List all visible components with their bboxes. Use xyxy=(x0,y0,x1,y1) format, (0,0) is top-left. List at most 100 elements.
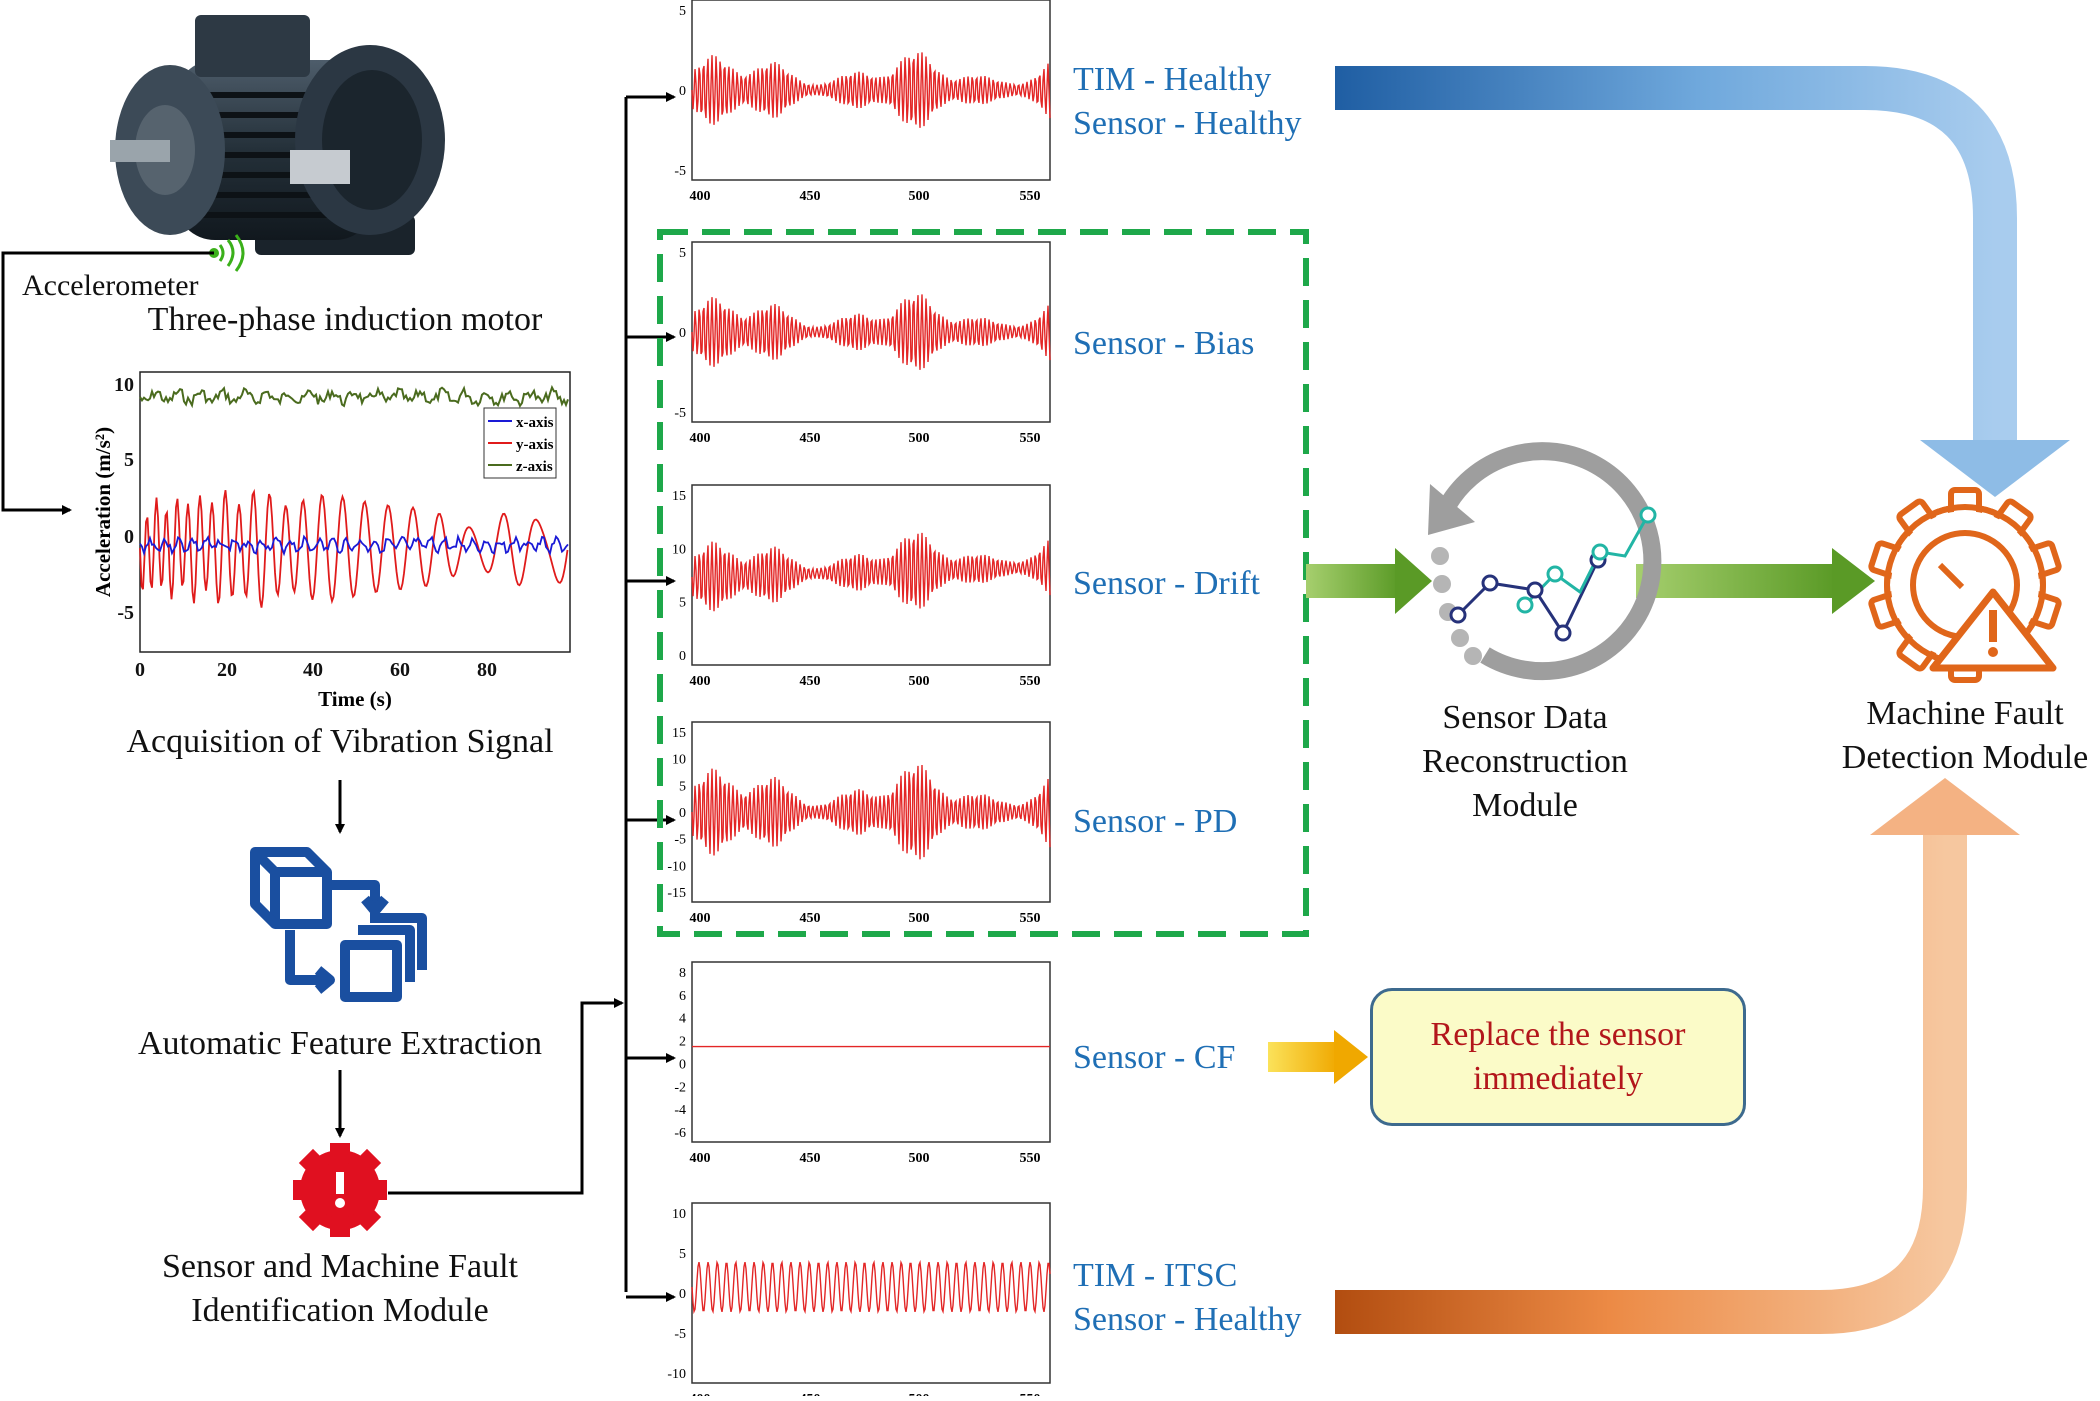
healthy-to-fault-detection-arrow xyxy=(1335,66,2070,497)
legend-x-axis: x-axis xyxy=(516,415,554,431)
panel-x-tick: 500 xyxy=(909,1151,930,1166)
panel-y-tick: -4 xyxy=(674,1103,686,1118)
panel-x-tick: 550 xyxy=(1020,189,1041,204)
panel-y-tick: 10 xyxy=(672,753,686,768)
panel-y-tick: -5 xyxy=(674,164,686,179)
panel-y-tick: 6 xyxy=(679,989,686,1004)
panel-y-tick: -15 xyxy=(667,886,686,901)
reconstruction-to-fault-detection-arrow xyxy=(1636,548,1875,614)
sensor-fault-to-reconstruction-arrow xyxy=(1306,548,1432,614)
vibration-xlabel: Time (s) xyxy=(318,687,392,711)
signal-panel-1: 5 0 -5 400 450 500 550 xyxy=(674,0,1051,204)
fault-detection-label-line2: Detection Module xyxy=(1841,739,2089,776)
panel-x-tick: 550 xyxy=(1020,911,1041,926)
callout-line1: Replace the sensor xyxy=(1430,1016,1686,1053)
panel-y-tick: 0 xyxy=(679,84,686,99)
vibration-x-tick: 80 xyxy=(477,659,497,681)
data-reconstruction-icon xyxy=(1428,442,1662,681)
panel-y-tick: 5 xyxy=(679,596,686,611)
panel-x-tick: 450 xyxy=(800,674,821,689)
panel-x-tick: 400 xyxy=(690,674,711,689)
panel-y-tick: 5 xyxy=(679,4,686,19)
panel-x-tick: 500 xyxy=(909,1392,930,1396)
feature-extraction-icon xyxy=(250,847,427,1002)
panel-y-tick: 0 xyxy=(679,806,686,821)
panel-y-tick: 10 xyxy=(672,542,686,557)
panel-y-tick: 8 xyxy=(679,966,686,981)
fault-detection-gear-icon xyxy=(1868,487,2062,683)
panel-y-tick: 5 xyxy=(679,1247,686,1262)
panel-x-tick: 450 xyxy=(800,1392,821,1396)
vibration-y-tick: 5 xyxy=(124,449,134,471)
panel-x-tick: 550 xyxy=(1020,674,1041,689)
panel-x-tick: 400 xyxy=(690,189,711,204)
panel-x-tick: 500 xyxy=(909,189,930,204)
accelerometer-label: Accelerometer xyxy=(22,269,199,302)
vibration-caption: Acquisition of Vibration Signal xyxy=(126,723,554,760)
identification-label-line2: Identification Module xyxy=(191,1292,489,1329)
replace-sensor-callout: Replace the sensor immediately xyxy=(1370,988,1746,1126)
signal-trace xyxy=(691,1259,1051,1315)
signal-panel-6: 10 5 0 -5 -10 400 450 500 550 xyxy=(667,1202,1051,1401)
induction-motor-image xyxy=(110,15,445,272)
panel-y-tick: 0 xyxy=(679,1287,686,1302)
panel-x-tick: 400 xyxy=(690,911,711,926)
vibration-x-tick: 40 xyxy=(303,659,323,681)
panel-y-tick: 2 xyxy=(679,1035,686,1050)
panel-y-tick: 10 xyxy=(672,1207,686,1222)
panel-x-tick: 450 xyxy=(800,1151,821,1166)
fault-detection-label-line1: Machine Fault xyxy=(1866,695,2064,732)
panel-1-label-line1: TIM - Healthy xyxy=(1073,61,1272,98)
panel-x-tick: 500 xyxy=(909,911,930,926)
panel-y-tick: -6 xyxy=(674,1126,686,1141)
panel-4-label: Sensor - PD xyxy=(1073,803,1238,840)
signal-trace xyxy=(691,764,1051,860)
vibration-ylabel: Acceleration (m/s²) xyxy=(91,427,115,597)
panel-y-tick: -10 xyxy=(667,859,686,874)
panel-3-label: Sensor - Drift xyxy=(1073,565,1260,602)
vibration-x-tick: 0 xyxy=(135,659,145,681)
panel-x-tick: 400 xyxy=(690,431,711,446)
panel-x-tick: 400 xyxy=(690,1151,711,1166)
panel-6-label-line2: Sensor - Healthy xyxy=(1073,1301,1302,1338)
callout-line2: immediately xyxy=(1473,1060,1643,1097)
panel-x-tick: 550 xyxy=(1020,431,1041,446)
reconstruction-label-line3: Module xyxy=(1472,787,1578,824)
panel-x-tick: 550 xyxy=(1020,1151,1041,1166)
panel-y-tick: -5 xyxy=(674,406,686,421)
cf-to-replace-arrow xyxy=(1268,1030,1368,1084)
panel-y-tick: -10 xyxy=(667,1367,686,1382)
panel-x-tick: 450 xyxy=(800,431,821,446)
vibration-legend: x-axis y-axis z-axis xyxy=(483,407,557,479)
panel-y-tick: 5 xyxy=(679,246,686,261)
signal-trace xyxy=(691,52,1051,128)
motor-title: Three-phase induction motor xyxy=(147,301,543,338)
vibration-x-tick: 60 xyxy=(390,659,410,681)
panel-y-tick: -5 xyxy=(674,1327,686,1342)
panel-y-tick: 4 xyxy=(679,1012,686,1027)
panel-y-tick: 0 xyxy=(679,649,686,664)
panel-x-tick: 550 xyxy=(1020,1392,1041,1396)
identification-label-line1: Sensor and Machine Fault xyxy=(162,1248,518,1285)
vibration-y-tick: 10 xyxy=(114,374,134,396)
panel-y-tick: 0 xyxy=(679,1057,686,1072)
panel-y-tick: 0 xyxy=(679,326,686,341)
signal-trace xyxy=(691,294,1051,370)
panel-y-tick: 15 xyxy=(672,726,686,741)
panel-x-tick: 450 xyxy=(800,189,821,204)
panel-y-tick: 15 xyxy=(672,489,686,504)
itsc-to-fault-detection-arrow xyxy=(1335,778,2020,1334)
panel-6-label-line1: TIM - ITSC xyxy=(1073,1257,1238,1294)
reconstruction-label-line2: Reconstruction xyxy=(1422,743,1628,780)
vibration-x-tick: 20 xyxy=(217,659,237,681)
panel-5-label: Sensor - CF xyxy=(1073,1039,1236,1076)
panel-x-tick: 400 xyxy=(690,1392,711,1396)
panel-y-tick: -5 xyxy=(674,833,686,848)
